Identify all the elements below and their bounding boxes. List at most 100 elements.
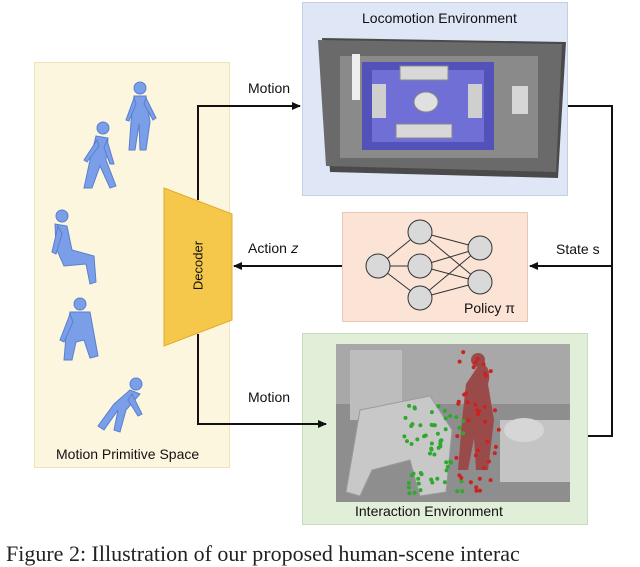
interaction-environment-title: Interaction Environment: [355, 503, 503, 519]
green-marker: [445, 464, 450, 469]
green-marker: [402, 434, 407, 439]
green-marker: [410, 422, 415, 427]
red-marker: [473, 402, 478, 407]
decoder-label: Decoder: [190, 240, 206, 291]
red-marker: [466, 418, 471, 423]
red-marker: [477, 476, 482, 481]
red-marker: [475, 357, 480, 362]
green-marker: [429, 441, 434, 446]
red-marker: [493, 408, 497, 413]
green-marker: [405, 439, 409, 444]
green-marker: [443, 416, 448, 421]
red-marker: [481, 362, 486, 367]
human-figure-sitting: [51, 209, 97, 285]
red-marker: [492, 451, 497, 456]
green-marker: [430, 480, 435, 485]
green-marker: [461, 419, 466, 423]
green-marker: [455, 489, 460, 494]
green-marker: [438, 444, 443, 449]
green-marker: [444, 468, 449, 473]
green-marker: [428, 451, 432, 456]
green-marker: [442, 480, 447, 485]
green-marker: [454, 415, 459, 420]
motion-bottom-label: Motion: [248, 389, 291, 405]
green-marker: [418, 471, 423, 475]
green-marker: [432, 452, 437, 457]
red-marker: [459, 475, 464, 480]
human-figure-bending: [97, 377, 143, 433]
green-marker: [435, 476, 440, 481]
green-marker: [407, 403, 412, 408]
human-figure-walking: [83, 121, 117, 189]
red-marker: [476, 412, 481, 417]
red-marker: [457, 359, 462, 364]
nn-node: [407, 219, 433, 245]
nn-node: [467, 235, 493, 261]
red-marker: [488, 369, 493, 374]
action-label: Action 𝑧: [248, 240, 299, 256]
green-marker: [407, 491, 412, 496]
green-marker: [406, 485, 411, 490]
green-marker: [436, 404, 441, 409]
red-marker: [455, 434, 460, 439]
green-marker: [435, 431, 440, 436]
green-marker: [457, 425, 462, 430]
green-marker: [415, 437, 420, 442]
red-marker: [465, 400, 470, 405]
arrow-motion-bottom: [197, 334, 327, 428]
red-marker: [456, 401, 461, 406]
red-marker: [454, 455, 459, 460]
red-marker: [496, 427, 501, 432]
red-marker: [468, 480, 473, 485]
red-marker: [483, 373, 488, 378]
green-marker: [416, 476, 421, 481]
green-marker: [409, 442, 414, 446]
green-marker: [418, 488, 423, 493]
green-marker: [460, 489, 465, 494]
red-marker: [485, 439, 490, 444]
nn-node: [365, 253, 391, 279]
red-marker: [473, 360, 478, 365]
red-marker: [461, 350, 466, 355]
red-marker: [474, 485, 479, 490]
green-marker: [448, 459, 453, 464]
green-marker: [418, 423, 423, 428]
green-marker: [429, 410, 434, 415]
red-marker: [477, 409, 482, 413]
locomotion-scene-render: [318, 38, 566, 178]
green-marker: [412, 490, 417, 495]
state-label: State s: [556, 241, 600, 257]
red-marker: [462, 392, 467, 397]
red-marker: [474, 488, 479, 493]
green-marker: [448, 413, 453, 418]
motion-primitive-space-title: Motion Primitive Space: [56, 446, 200, 462]
red-marker: [493, 444, 498, 449]
green-marker: [409, 473, 414, 478]
red-marker: [471, 365, 476, 370]
red-marker: [482, 404, 487, 409]
red-marker: [487, 459, 491, 464]
interaction-scene-render: [336, 344, 570, 502]
green-marker: [412, 405, 417, 410]
nn-node: [407, 253, 433, 279]
decoder-block: [163, 187, 233, 347]
green-marker: [422, 434, 427, 439]
motion-top-label: Motion: [248, 80, 291, 96]
green-marker: [444, 460, 449, 465]
red-marker: [488, 478, 493, 483]
green-marker: [459, 479, 464, 484]
green-marker: [429, 477, 434, 482]
human-figures: [51, 81, 157, 433]
red-marker: [473, 453, 478, 458]
green-marker: [431, 423, 436, 428]
figure-caption: Figure 2: Illustration of our proposed h…: [6, 541, 520, 566]
green-marker: [442, 408, 447, 413]
nn-node: [467, 269, 493, 295]
green-marker: [461, 431, 466, 436]
policy-network: [365, 219, 493, 311]
green-marker: [416, 481, 421, 486]
human-figure-standing: [125, 81, 157, 151]
marker-points: [402, 350, 501, 496]
red-marker: [478, 488, 482, 493]
